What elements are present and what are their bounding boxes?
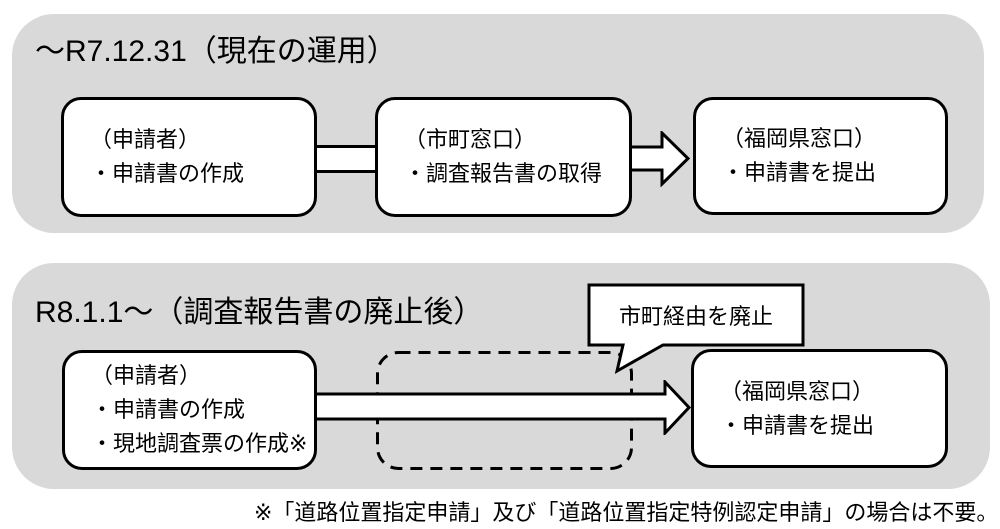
- applicant-box-current: （申請者） ・申請書の作成: [61, 97, 317, 217]
- box-line: ・申請書の作成: [91, 397, 246, 422]
- callout-text: 市町経由を廃止: [618, 304, 773, 329]
- connector-bar: [314, 145, 378, 173]
- box-line: （申請者）: [91, 363, 202, 388]
- footnote-text: ※「道路位置指定申請」及び「道路位置指定特例認定申請」の場合は不要。: [254, 500, 999, 525]
- prefecture-office-box-current: （福岡県窓口） ・申請書を提出: [693, 97, 948, 215]
- box-line: （申請者）: [90, 127, 201, 152]
- box-line: ・申請書を提出: [720, 412, 875, 438]
- municipal-office-box: （市町窓口） ・調査報告書の取得: [375, 97, 632, 217]
- prefecture-office-box-revised: （福岡県窓口） ・申請書を提出: [691, 349, 948, 468]
- callout-bubble: [587, 283, 805, 374]
- box-line: （福岡県窓口）: [720, 378, 875, 404]
- box-line: （福岡県窓口）: [722, 126, 877, 151]
- section-revised-title: R8.1.1～（調査報告書の廃止後）: [35, 296, 484, 329]
- box-line: ・現地調査票の作成※: [91, 431, 308, 456]
- section-current-title: ～R7.12.31（現在の運用）: [35, 35, 397, 68]
- applicant-box-revised: （申請者） ・申請書の作成 ・現地調査票の作成※: [62, 350, 317, 470]
- box-line: ・調査報告書の取得: [404, 161, 603, 186]
- flow-arrow-right-icon: [629, 131, 691, 187]
- flow-arrow-right-long-icon: [315, 380, 692, 435]
- box-line: （市町窓口）: [404, 127, 537, 152]
- box-line: ・申請書を提出: [722, 160, 877, 185]
- box-line: ・申請書の作成: [90, 161, 245, 186]
